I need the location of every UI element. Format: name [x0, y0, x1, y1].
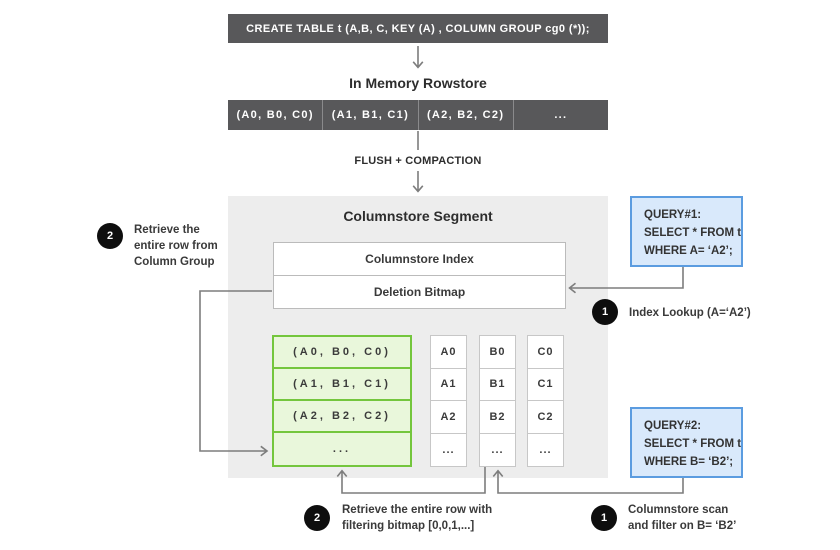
column-cell: B2 [480, 401, 515, 434]
columnstore-segment-panel: Columnstore Segment Columnstore Index De… [228, 196, 608, 478]
create-table-statement: CREATE TABLE t (A,B, C, KEY (A) , COLUMN… [228, 14, 608, 43]
index-bitmap-stack: Columnstore Index Deletion Bitmap [273, 242, 566, 309]
arrow-create-to-rowstore [412, 46, 424, 69]
step-2-badge: 2 [97, 223, 123, 249]
query-line: QUERY#2: [644, 420, 702, 432]
column-cell: C1 [528, 369, 563, 401]
note-line: Columnstore scan [628, 504, 729, 516]
note-line: filtering bitmap [0,0,1,...] [342, 520, 475, 532]
note-line: Retrieve the [134, 224, 200, 236]
column-group-row: ... [332, 443, 352, 455]
flush-compaction-label: FLUSH + COMPACTION [354, 155, 482, 167]
column-cell: B0 [480, 336, 515, 369]
column-cell: C0 [528, 336, 563, 369]
column-group-row: (A1, B1, C1) [274, 369, 410, 401]
query1-box: QUERY#1: SELECT * FROM t WHERE A= ‘A2’; [630, 196, 743, 267]
column-cell: A0 [431, 336, 466, 369]
note-line: Column Group [134, 256, 215, 268]
note-columnstore-scan: Columnstore scan and filter on B= ‘B2’ [628, 502, 736, 534]
column-cell: A1 [431, 369, 466, 401]
column-cell: A2 [431, 401, 466, 434]
note-index-lookup: Index Lookup (A=‘A2’) [629, 305, 751, 321]
column-group-row: (A2, B2, C2) [274, 401, 410, 433]
query2-box: QUERY#2: SELECT * FROM t WHERE B= ‘B2’; [630, 407, 743, 478]
rowstore-cell: (A1, B1, C1) [323, 100, 419, 130]
query-line: WHERE B= ‘B2’; [644, 456, 734, 468]
column-c: C0 C1 C2 ... [527, 335, 564, 467]
query-line: SELECT * FROM t [644, 438, 742, 450]
column-cell: C2 [528, 401, 563, 434]
column-cell: ... [442, 443, 455, 456]
note-line: and filter on B= ‘B2’ [628, 520, 737, 532]
rowstore-bar: (A0, B0, C0) (A1, B1, C1) (A2, B2, C2) .… [228, 100, 608, 130]
note-line: entire row from [134, 240, 218, 252]
query-line: QUERY#1: [644, 209, 702, 221]
note-retrieve-row-with-bitmap: Retrieve the entire row with filtering b… [342, 502, 492, 534]
note-retrieve-row-from-column-group: Retrieve the entire row from Column Grou… [134, 222, 218, 270]
rowstore-title: In Memory Rowstore [349, 75, 487, 91]
column-a: A0 A1 A2 ... [430, 335, 467, 467]
step-1-badge: 1 [591, 505, 617, 531]
segment-title: Columnstore Segment [343, 208, 493, 224]
column-b: B0 B1 B2 ... [479, 335, 516, 467]
note-line: Retrieve the entire row with [342, 504, 493, 516]
deletion-bitmap-row: Deletion Bitmap [373, 285, 466, 299]
rowstore-cell: (A2, B2, C2) [419, 100, 514, 130]
column-cell: ... [491, 443, 504, 456]
column-cell: B1 [480, 369, 515, 401]
arrow-flush-to-segment [412, 171, 424, 193]
rowstore-cell: ... [554, 109, 568, 121]
step-1-badge: 1 [592, 299, 618, 325]
columnstore-index-row: Columnstore Index [274, 243, 565, 276]
step-2-badge: 2 [304, 505, 330, 531]
query-line: WHERE A= ‘A2’; [644, 245, 733, 257]
rowstore-cell: (A0, B0, C0) [228, 100, 324, 130]
column-group-row: (A0, B0, C0) [274, 337, 410, 369]
note-line: Index Lookup (A=‘A2’) [629, 307, 751, 319]
column-group-box: (A0, B0, C0) (A1, B1, C1) (A2, B2, C2) .… [272, 335, 412, 467]
query-line: SELECT * FROM t [644, 227, 742, 239]
column-cell: ... [539, 443, 552, 456]
